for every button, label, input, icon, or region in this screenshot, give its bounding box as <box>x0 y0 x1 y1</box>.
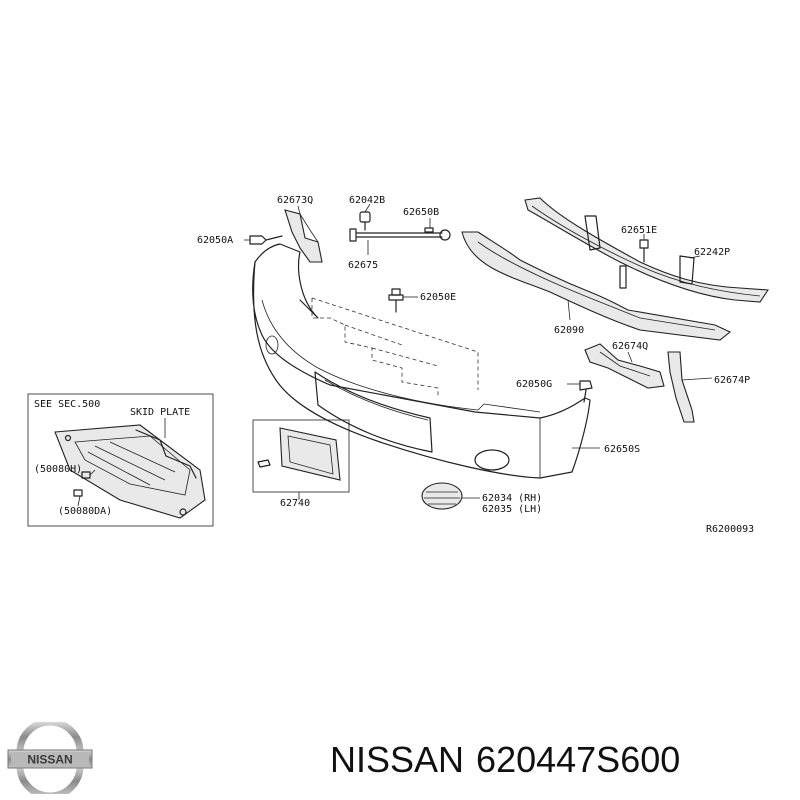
footer-title: NISSAN 620447S600 <box>330 730 790 790</box>
label-62242P: 62242P <box>694 247 730 258</box>
label-62035: 62035 (LH) <box>482 504 542 515</box>
label-62650B: 62650B <box>403 207 439 218</box>
clip-62050E <box>388 288 418 313</box>
label-62050G: 62050G <box>516 379 552 390</box>
bracket-62673Q <box>284 205 323 263</box>
absorber-62090 <box>461 231 732 341</box>
bumper-fascia <box>252 243 591 479</box>
license-bracket-62740 <box>252 419 350 500</box>
label-62034: 62034 (RH) <box>482 493 542 504</box>
label-62651E: 62651E <box>621 225 657 236</box>
label-skid-plate: SKID PLATE <box>130 407 190 418</box>
bolt-62651E <box>639 234 649 263</box>
label-50080H: (50080H) <box>34 464 82 475</box>
bracket-62674P <box>667 351 713 423</box>
label-62050E: 62050E <box>420 292 456 303</box>
clip-62050A <box>244 235 283 245</box>
bracket-62674Q <box>584 343 665 389</box>
part-number: 620447S600 <box>476 739 681 780</box>
label-62650S: 62650S <box>604 444 640 455</box>
label-62050A: 62050A <box>197 235 233 246</box>
label-50080DA: (50080DA) <box>58 506 112 517</box>
skid-plate-inset <box>27 393 214 527</box>
label-ref-number: R6200093 <box>706 524 754 535</box>
label-see-sec: SEE SEC.500 <box>34 399 100 410</box>
nissan-logo-icon: NISSAN <box>7 722 93 794</box>
clip-62050G <box>567 380 593 403</box>
label-62674Q: 62674Q <box>612 341 648 352</box>
label-62675: 62675 <box>348 260 378 271</box>
logo-text: NISSAN <box>27 753 72 767</box>
label-62090: 62090 <box>554 325 584 336</box>
rod-62675 <box>349 203 451 255</box>
label-62740: 62740 <box>280 498 310 509</box>
fog-cover-62034 <box>421 482 480 510</box>
label-62674P: 62674P <box>714 375 750 386</box>
reinforcement-62242P <box>524 197 769 303</box>
brand-name: NISSAN <box>330 739 465 780</box>
label-62673Q: 62673Q <box>277 195 313 206</box>
label-62042B: 62042B <box>349 195 385 206</box>
